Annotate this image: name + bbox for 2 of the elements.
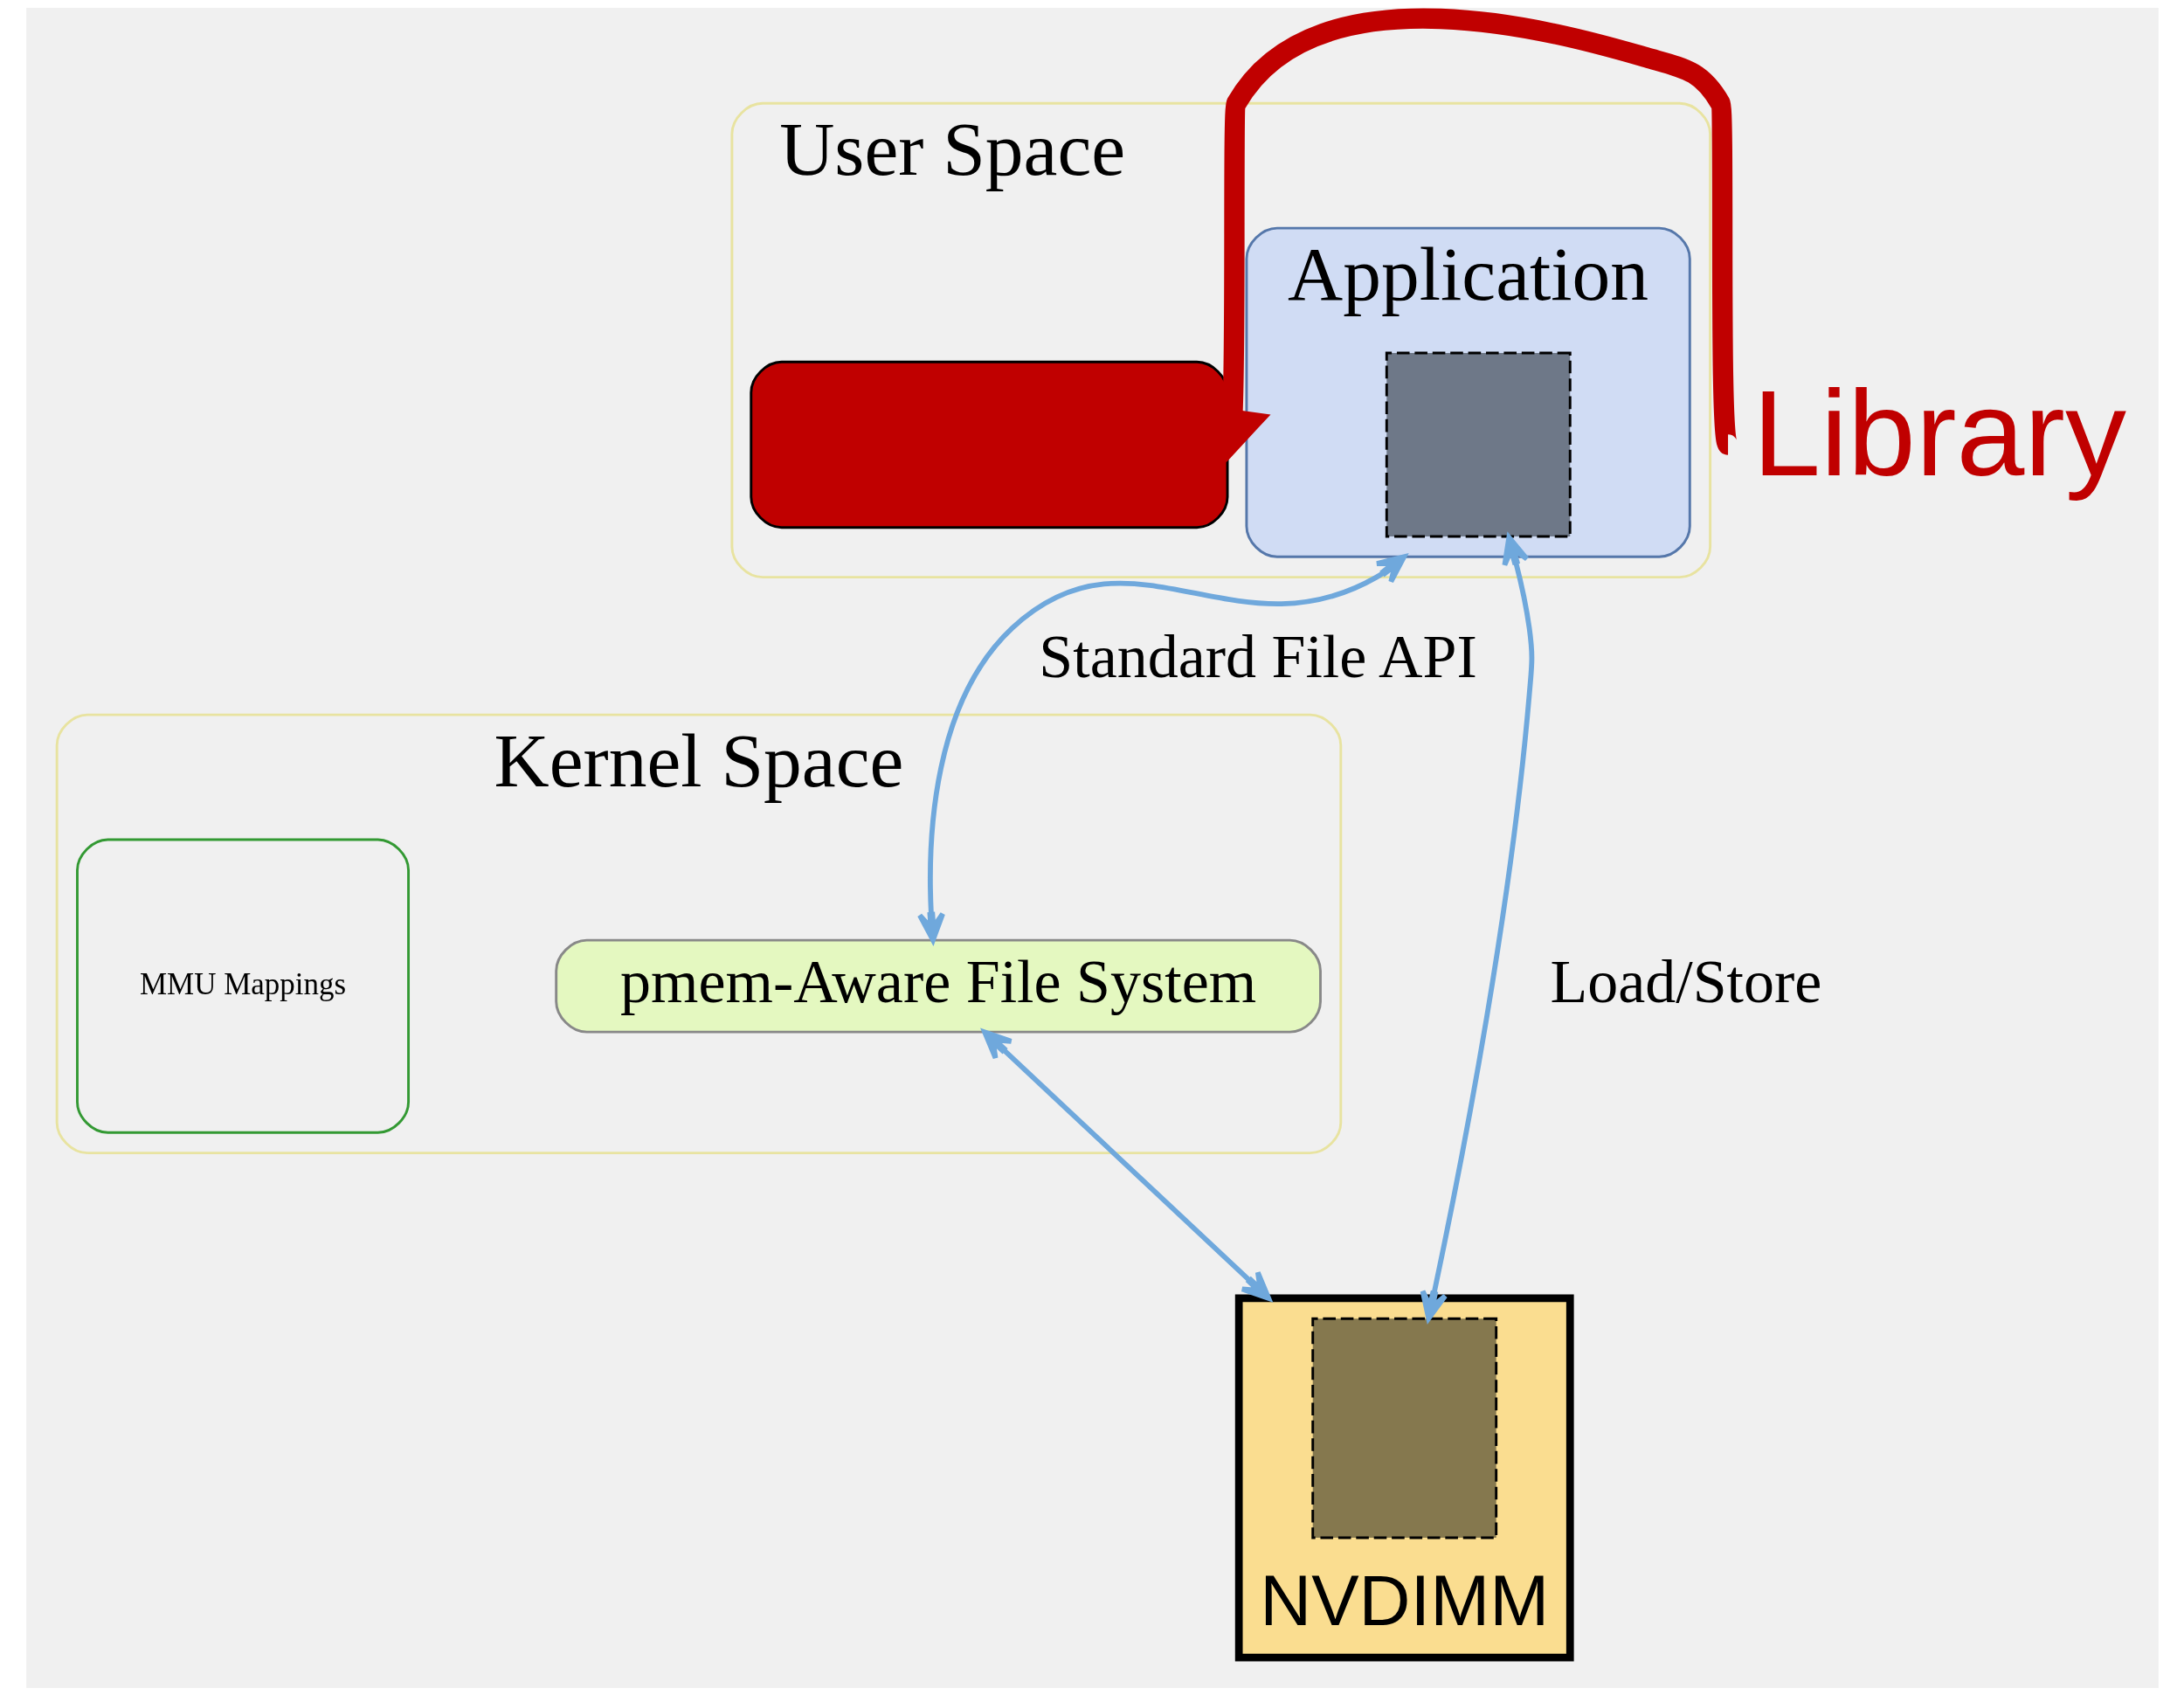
edge-label: Load/Store xyxy=(1549,947,1821,1015)
node-text: Library xyxy=(1752,363,2126,502)
